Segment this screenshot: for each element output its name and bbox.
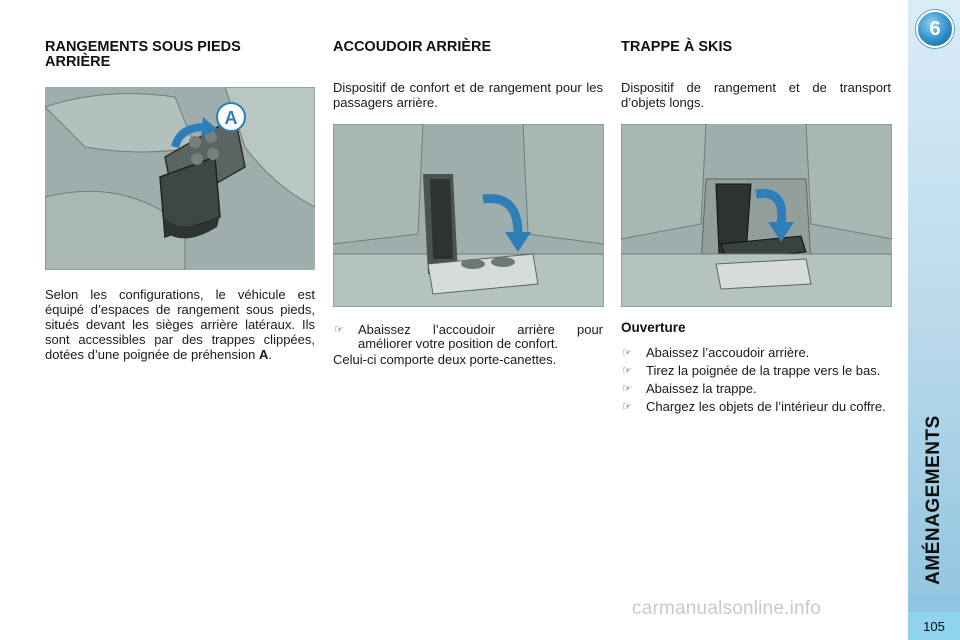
body-rangements: Selon les configurations, le véhicule es… xyxy=(45,287,315,362)
bullet-text: Abaissez la trappe. xyxy=(646,381,757,396)
body-rangements-bold: A xyxy=(258,347,269,362)
section-title-trappe: TRAPPE À SKIS xyxy=(621,39,733,55)
section-title-rangements: RANGEMENTS SOUS PIEDS ARRIÈRE xyxy=(45,39,241,70)
pointing-hand-icon: ☞ xyxy=(622,401,632,413)
list-item: ☞ Abaissez l’accoudoir arrière pour améli… xyxy=(333,323,603,351)
note-accoudoir: Celui-ci comporte deux porte-canettes. xyxy=(333,352,557,367)
chapter-number-badge: 6 xyxy=(916,10,954,48)
pointing-hand-icon: ☞ xyxy=(622,365,632,377)
watermark: carmanualsonline.info xyxy=(632,598,822,619)
illustration-label-a: A xyxy=(225,108,238,128)
bullet-text: Tirez la poignée de la trappe vers le ba… xyxy=(646,363,881,378)
bullet-text: Chargez les objets de l’intérieur du cof… xyxy=(646,399,886,414)
list-item: ☞ Chargez les objets de l’intérieur du co… xyxy=(621,400,891,414)
bullet-text: Abaissez l’accoudoir arrière pour amélio… xyxy=(358,322,603,351)
pointing-hand-icon: ☞ xyxy=(334,324,344,336)
bullet-text: Abaissez l’accoudoir arrière. xyxy=(646,345,810,360)
intro-trappe: Dispositif de rangement et de transport … xyxy=(621,80,891,110)
list-item: ☞ Abaissez l’accoudoir arrière. xyxy=(621,346,891,360)
chapter-title: AMÉNAGEMENTS xyxy=(923,415,944,585)
section-accoudoir: ACCOUDOIR ARRIÈRE xyxy=(333,40,603,55)
subheading-ouverture: Ouverture xyxy=(621,320,686,335)
body-rangements-end: . xyxy=(268,347,272,362)
body-rangements-text: Selon les configurations, le véhicule es… xyxy=(45,287,315,362)
chapter-sidebar xyxy=(908,0,960,640)
section-rangements: RANGEMENTS SOUS PIEDS ARRIÈRE xyxy=(45,40,315,70)
pointing-hand-icon: ☞ xyxy=(622,347,632,359)
illustration-ski-hatch xyxy=(621,124,892,307)
list-item: ☞ Tirez la poignée de la trappe vers le b… xyxy=(621,364,891,378)
section-title-accoudoir: ACCOUDOIR ARRIÈRE xyxy=(333,39,492,55)
list-item: ☞ Abaissez la trappe. xyxy=(621,382,891,396)
intro-accoudoir: Dispositif de confort et de rangement po… xyxy=(333,80,603,110)
bullets-trappe: ☞ Abaissez l’accoudoir arrière. ☞ Tirez la… xyxy=(621,346,891,418)
pointing-hand-icon: ☞ xyxy=(622,383,632,395)
page-number: 105 xyxy=(908,612,960,640)
illustration-armrest xyxy=(333,124,604,307)
section-trappe: TRAPPE À SKIS xyxy=(621,40,891,55)
illustration-floor-storage: A xyxy=(45,87,315,270)
bullets-accoudoir: ☞ Abaissez l’accoudoir arrière pour améli… xyxy=(333,323,603,355)
